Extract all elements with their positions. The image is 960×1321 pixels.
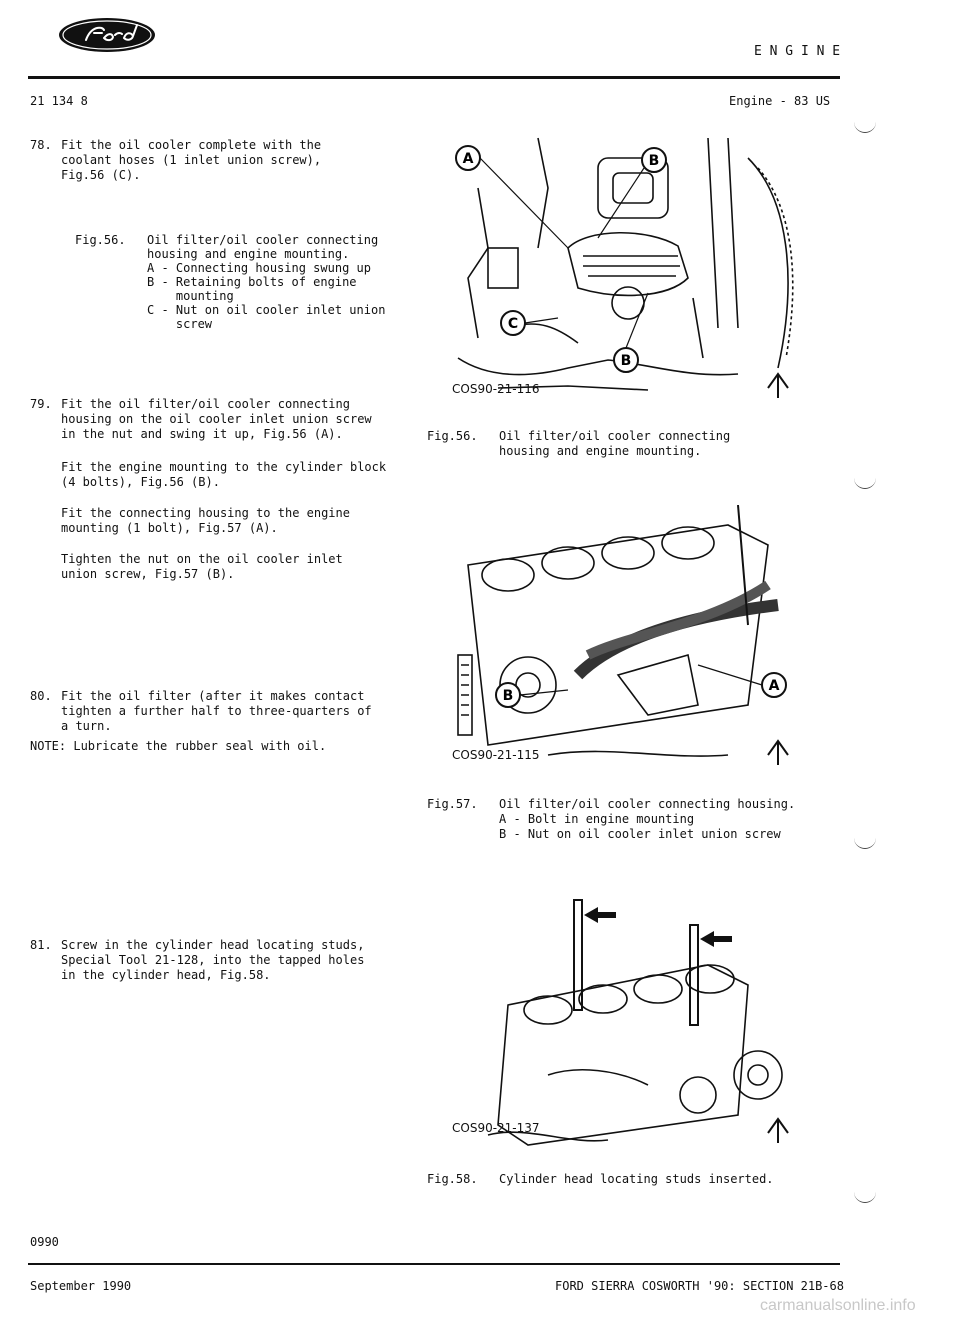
step-80-text: Fit the oil filter (after it makes conta…: [61, 689, 372, 733]
note-text: NOTE: Lubricate the rubber seal with oil…: [30, 739, 327, 753]
fig58-caption-label: Fig.58.: [427, 1172, 478, 1186]
fig56-left-text: Oil filter/oil cooler connecting housing…: [147, 233, 386, 331]
fig56-code: COS90-21-116: [452, 382, 540, 396]
fig57-callout-a: A: [769, 678, 780, 694]
step-79-number: 79.: [30, 397, 52, 411]
step-81-number: 81.: [30, 938, 52, 952]
step-79-p1: Fit the oil filter/oil cooler connecting…: [61, 397, 372, 441]
page-code: 0990: [30, 1235, 59, 1249]
step-79-p2: Fit the engine mounting to the cylinder …: [61, 460, 387, 489]
watermark: carmanualsonline.info: [760, 1297, 916, 1314]
step-81-text: Screw in the cylinder head locating stud…: [61, 938, 365, 982]
ford-logo: [58, 16, 156, 58]
section-header: E N G I N E: [754, 44, 841, 59]
footer-section-ref: FORD SIERRA COSWORTH '90: SECTION 21B-68: [555, 1279, 844, 1293]
step-79-p3: Fit the connecting housing to the engine…: [61, 506, 350, 535]
fig56-callout-b-top: B: [649, 153, 660, 169]
fig56-left-label: Fig.56.: [75, 233, 126, 247]
fig56-illustration: A B C B COS90-21-116: [448, 128, 808, 408]
fig56-caption-text: Oil filter/oil cooler connecting housing…: [499, 429, 731, 458]
margin-tick: [854, 122, 876, 133]
fig56-caption-label: Fig.56.: [427, 429, 478, 443]
fig57-callout-b: B: [503, 688, 514, 704]
footer-date: September 1990: [30, 1279, 132, 1293]
fig56-callout-b-bottom: B: [621, 353, 632, 369]
step-79-p4: Tighten the nut on the oil cooler inlet …: [61, 552, 343, 581]
fig56-callout-c: C: [508, 316, 518, 332]
step-78-text: Fit the oil cooler complete with the coo…: [61, 138, 322, 182]
step-78-number: 78.: [30, 138, 52, 152]
margin-tick: [854, 1192, 876, 1203]
fig57-code: COS90-21-115: [452, 748, 540, 762]
fig58-caption-text: Cylinder head locating studs inserted.: [499, 1172, 774, 1186]
fig56-callout-a: A: [463, 151, 474, 167]
footer-rule: [28, 1263, 840, 1265]
margin-tick: [854, 838, 876, 849]
fig57-illustration: B A COS90-21-115: [448, 504, 808, 775]
margin-tick: [854, 478, 876, 489]
fig58-illustration: COS90-21-137: [448, 895, 808, 1150]
fig57-caption-label: Fig.57.: [427, 797, 478, 811]
header-rule: [28, 76, 840, 79]
fig57-caption-text: Oil filter/oil cooler connecting housing…: [499, 797, 796, 841]
doc-number: 21 134 8: [30, 94, 88, 108]
fig58-code: COS90-21-137: [452, 1121, 540, 1135]
header-subtitle: Engine - 83 US: [729, 94, 831, 108]
step-80-number: 80.: [30, 689, 52, 703]
